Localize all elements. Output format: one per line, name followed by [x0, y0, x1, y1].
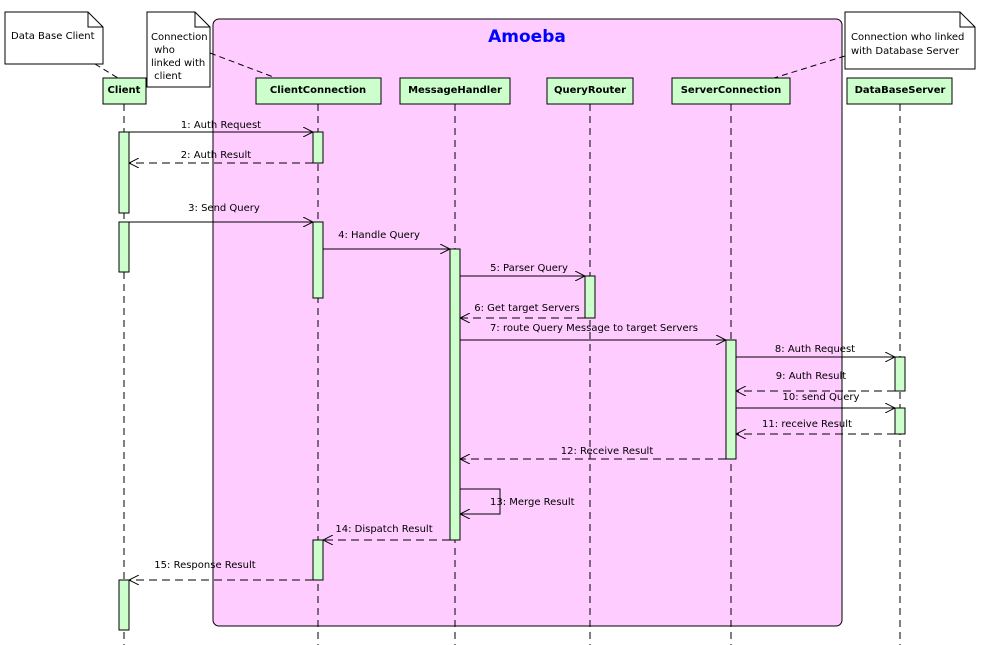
participant-query-router: QueryRouter [546, 77, 634, 105]
activation-bar [584, 275, 596, 319]
message-11-label: 11: receive Result [762, 419, 852, 430]
participant-database-server: DataBaseServer [846, 77, 953, 105]
participant-label: MessageHandler [408, 85, 502, 96]
activation-bar [118, 579, 130, 631]
activation-bar [312, 131, 324, 164]
note-connector [94, 63, 119, 79]
participant-label: ServerConnection [681, 85, 782, 96]
activation-bar [449, 248, 461, 541]
activation-bar [894, 407, 906, 435]
participant-label: Client [108, 85, 141, 96]
participant-message-handler: MessageHandler [399, 77, 511, 105]
note-connector [209, 52, 277, 79]
note-connector [773, 55, 846, 79]
message-15-label: 15: Response Result [154, 560, 255, 571]
activation-bar [894, 356, 906, 392]
message-2-label: 2: Auth Result [181, 150, 252, 161]
message-9-label: 9: Auth Result [776, 371, 847, 382]
note-server-connection: Connection who linked with Database Serv… [844, 11, 976, 70]
activation-bar [312, 221, 324, 299]
note-line: with Database Server [851, 46, 960, 57]
message-10-label: 10: send Query [783, 392, 860, 403]
participant-client: Client [102, 77, 147, 105]
message-13-label: 13: Merge Result [490, 497, 575, 508]
message-8-label: 8: Auth Request [775, 344, 855, 355]
participant-server-connection: ServerConnection [671, 77, 791, 105]
participant-label: QueryRouter [554, 85, 626, 96]
message-1-label: 1: Auth Request [181, 120, 261, 131]
message-3-label: 3: Send Query [188, 203, 260, 214]
note-client-connection: Connection who linked with client [146, 11, 211, 88]
message-12-label: 12: Receive Result [561, 446, 654, 457]
participant-label: ClientConnection [270, 85, 366, 96]
note-line: linked with [151, 58, 205, 69]
activation-bar [312, 539, 324, 581]
message-6-label: 6: Get target Servers [474, 303, 580, 314]
participant-label: DataBaseServer [855, 85, 946, 96]
participant-client-connection: ClientConnection [255, 77, 382, 105]
message-4-label: 4: Handle Query [338, 230, 420, 241]
message-14-label: 14: Dispatch Result [335, 524, 432, 535]
amoeba-title: Amoeba [488, 27, 566, 47]
activation-bar [118, 131, 130, 214]
amoeba-region [212, 18, 843, 627]
activation-bar [725, 339, 737, 460]
note-line: Connection [151, 32, 208, 43]
note-line: Data Base Client [11, 31, 95, 42]
message-5-label: 5: Parser Query [490, 263, 568, 274]
activation-bar [118, 221, 130, 273]
note-database-client: Data Base Client [4, 11, 104, 65]
note-line: Connection who linked [851, 32, 964, 43]
note-line: client [151, 71, 182, 82]
message-13-arrow [460, 488, 501, 514]
note-line: who [151, 45, 175, 56]
message-7-label: 7: route Query Message to target Servers [490, 323, 698, 334]
